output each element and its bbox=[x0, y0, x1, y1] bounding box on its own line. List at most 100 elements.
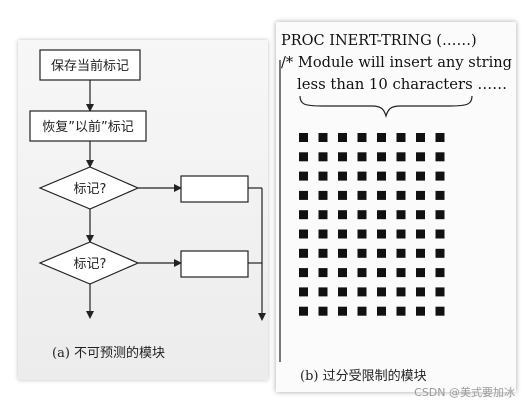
grid-square bbox=[377, 210, 386, 220]
grid-square bbox=[416, 229, 425, 239]
grid-square bbox=[435, 229, 445, 239]
decision-1-label: 标记? bbox=[74, 182, 107, 197]
grid-square bbox=[299, 306, 308, 316]
grid-square bbox=[299, 133, 308, 142]
grid-square bbox=[416, 171, 425, 181]
grid-square bbox=[357, 229, 367, 239]
panel-b-background bbox=[276, 22, 516, 392]
grid-square bbox=[299, 229, 308, 239]
code-line-1: PROC INERT-TRING (……) bbox=[281, 33, 477, 49]
grid-square bbox=[396, 152, 406, 162]
grid-square bbox=[416, 133, 425, 142]
grid-square bbox=[416, 152, 425, 162]
grid-square bbox=[299, 190, 308, 200]
grid-square bbox=[338, 306, 347, 316]
grid-square bbox=[299, 152, 308, 162]
square-grid bbox=[299, 133, 445, 316]
grid-square bbox=[377, 229, 386, 239]
grid-square bbox=[435, 268, 445, 278]
grid-square bbox=[338, 268, 347, 278]
code-line-2: /* Module will insert any string bbox=[281, 55, 512, 71]
grid-square bbox=[299, 248, 308, 258]
grid-square bbox=[435, 171, 445, 181]
grid-square bbox=[357, 171, 367, 181]
grid-square bbox=[318, 133, 328, 142]
grid-square bbox=[377, 133, 386, 142]
grid-square bbox=[396, 229, 406, 239]
grid-square bbox=[338, 133, 347, 142]
grid-square bbox=[435, 152, 445, 162]
grid-square bbox=[338, 287, 347, 297]
box-save-marker-label: 保存当前标记 bbox=[51, 58, 129, 74]
grid-square bbox=[435, 287, 445, 297]
grid-square bbox=[318, 248, 328, 258]
grid-square bbox=[338, 210, 347, 220]
grid-square bbox=[318, 287, 328, 297]
grid-square bbox=[377, 306, 386, 316]
grid-square bbox=[377, 287, 386, 297]
grid-square bbox=[338, 152, 347, 162]
grid-square bbox=[357, 306, 367, 316]
grid-square bbox=[299, 268, 308, 278]
grid-square bbox=[435, 248, 445, 258]
grid-square bbox=[318, 152, 328, 162]
grid-square bbox=[377, 190, 386, 200]
decision-2-label: 标记? bbox=[74, 257, 107, 272]
caption-b: (b) 过分受限制的模块 bbox=[300, 368, 427, 384]
grid-square bbox=[435, 306, 445, 316]
grid-square bbox=[377, 268, 386, 278]
grid-square bbox=[396, 287, 406, 297]
code-line-3: less than 10 characters …… bbox=[297, 77, 507, 93]
grid-square bbox=[396, 210, 406, 220]
grid-square bbox=[396, 133, 406, 142]
grid-square bbox=[357, 210, 367, 220]
grid-square bbox=[416, 210, 425, 220]
grid-square bbox=[338, 190, 347, 200]
grid-square bbox=[396, 306, 406, 316]
grid-square bbox=[318, 268, 328, 278]
grid-square bbox=[416, 190, 425, 200]
grid-square bbox=[435, 133, 445, 142]
panel-b-content: PROC INERT-TRING (……) /* Module will ins… bbox=[279, 33, 512, 384]
grid-square bbox=[318, 190, 328, 200]
grid-square bbox=[338, 229, 347, 239]
grid-square bbox=[377, 171, 386, 181]
grid-square bbox=[318, 306, 328, 316]
grid-square bbox=[299, 287, 308, 297]
grid-square bbox=[416, 248, 425, 258]
grid-square bbox=[357, 152, 367, 162]
watermark: CSDN @美式要加冰 bbox=[414, 386, 515, 399]
curly-brace bbox=[299, 95, 473, 119]
grid-square bbox=[318, 229, 328, 239]
box-restore-marker-label: 恢复”以前”标记 bbox=[42, 119, 133, 135]
panel-a-background bbox=[18, 40, 268, 380]
grid-square bbox=[299, 210, 308, 220]
grid-square bbox=[357, 190, 367, 200]
grid-square bbox=[357, 287, 367, 297]
grid-square bbox=[377, 152, 386, 162]
grid-square bbox=[357, 133, 367, 142]
grid-square bbox=[416, 268, 425, 278]
grid-square bbox=[396, 171, 406, 181]
process-box-1 bbox=[180, 175, 249, 203]
grid-square bbox=[299, 171, 308, 181]
grid-square bbox=[377, 248, 386, 258]
grid-square bbox=[435, 190, 445, 200]
box-restore-marker bbox=[29, 110, 147, 142]
grid-square bbox=[396, 248, 406, 258]
flowchart-a: 保存当前标记 恢复”以前”标记 标记? 标记? (a) 不可预测的模块 bbox=[29, 49, 266, 361]
grid-square bbox=[396, 190, 406, 200]
grid-square bbox=[357, 248, 367, 258]
grid-square bbox=[435, 210, 445, 220]
process-box-2 bbox=[180, 250, 249, 278]
grid-square bbox=[318, 210, 328, 220]
grid-square bbox=[357, 268, 367, 278]
grid-square bbox=[318, 171, 328, 181]
grid-square bbox=[416, 306, 425, 316]
caption-a: (a) 不可预测的模块 bbox=[52, 345, 165, 361]
grid-square bbox=[338, 171, 347, 181]
grid-square bbox=[396, 268, 406, 278]
grid-square bbox=[416, 287, 425, 297]
grid-square bbox=[338, 248, 347, 258]
